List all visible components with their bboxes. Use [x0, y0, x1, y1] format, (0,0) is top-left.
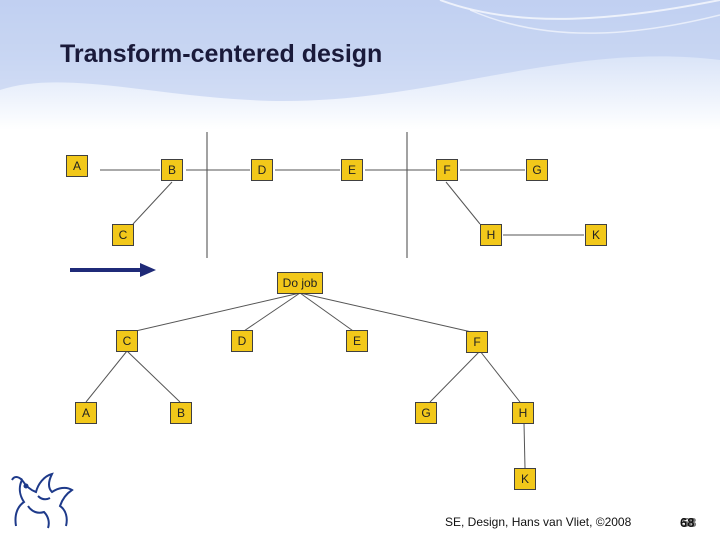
dfd-node-k: K: [585, 224, 607, 246]
footer-credit: SE, Design, Hans van Vliet, ©2008: [445, 515, 632, 529]
tree-node-b: B: [170, 402, 192, 424]
tree-node-k: K: [514, 468, 536, 490]
tree-node-c: C: [116, 330, 138, 352]
transform-arrow-icon: [70, 263, 156, 277]
slide-title: Transform-centered design: [60, 40, 383, 68]
dfd-node-c: C: [112, 224, 134, 246]
tree-node-h: H: [512, 402, 534, 424]
dfd-node-d: D: [251, 159, 273, 181]
tree-node-d: D: [231, 330, 253, 352]
tree-node-f: F: [466, 331, 488, 353]
dfd-node-f: F: [436, 159, 458, 181]
tree-node-e: E: [346, 330, 368, 352]
page-number-value: 68: [680, 515, 695, 530]
dfd-node-b: B: [161, 159, 183, 181]
griffin-logo-icon: [11, 472, 74, 529]
tree-root-do-job: Do job: [277, 272, 323, 294]
dfd-node-g: G: [526, 159, 548, 181]
tree-node-a: A: [75, 402, 97, 424]
dfd-node-h: H: [480, 224, 502, 246]
dfd-node-e: E: [341, 159, 363, 181]
tree-node-g: G: [415, 402, 437, 424]
header-swoosh: [0, 0, 720, 101]
page-number: 58 68: [680, 515, 696, 530]
dfd-node-a: A: [66, 155, 88, 177]
